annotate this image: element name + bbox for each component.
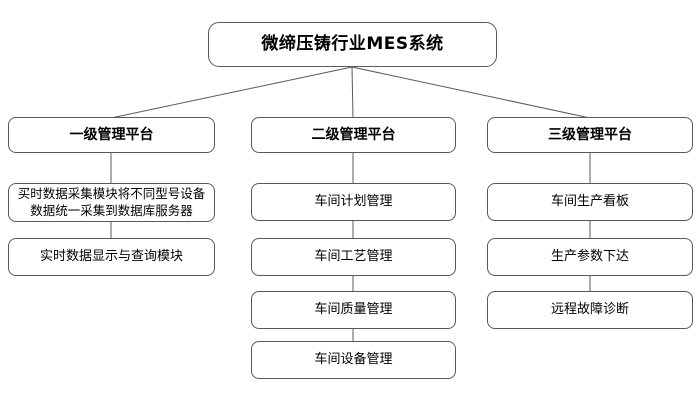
level3-platform-node: 三级管理平台 xyxy=(487,117,693,153)
node-realtime-display-query-module: 实时数据显示与查询模块 xyxy=(8,238,215,276)
node-workshop-process-management: 车间工艺管理 xyxy=(251,238,456,276)
node-workshop-quality-management: 车间质量管理 xyxy=(251,291,456,329)
node-workshop-production-board: 车间生产看板 xyxy=(487,183,693,221)
node-data-collection-module: 买时数据采集模块将不同型号设备数据统一采集到数据库服务器 xyxy=(8,183,215,222)
node-workshop-plan-management: 车间计划管理 xyxy=(251,183,456,221)
node-workshop-equipment-management: 车间设备管理 xyxy=(251,341,456,379)
level1-platform-node: 一级管理平台 xyxy=(8,117,215,153)
level2-platform-node: 二级管理平台 xyxy=(251,117,456,153)
connector-root-to-level1 xyxy=(110,66,353,119)
node-production-parameter-delivery: 生产参数下达 xyxy=(487,238,693,276)
node-remote-fault-diagnosis: 远程故障诊断 xyxy=(487,291,693,329)
connector-root-to-level3 xyxy=(351,66,591,119)
connector-root-to-level2 xyxy=(351,66,354,119)
root-node-title: 微缔压铸行业MES系统 xyxy=(208,22,497,67)
